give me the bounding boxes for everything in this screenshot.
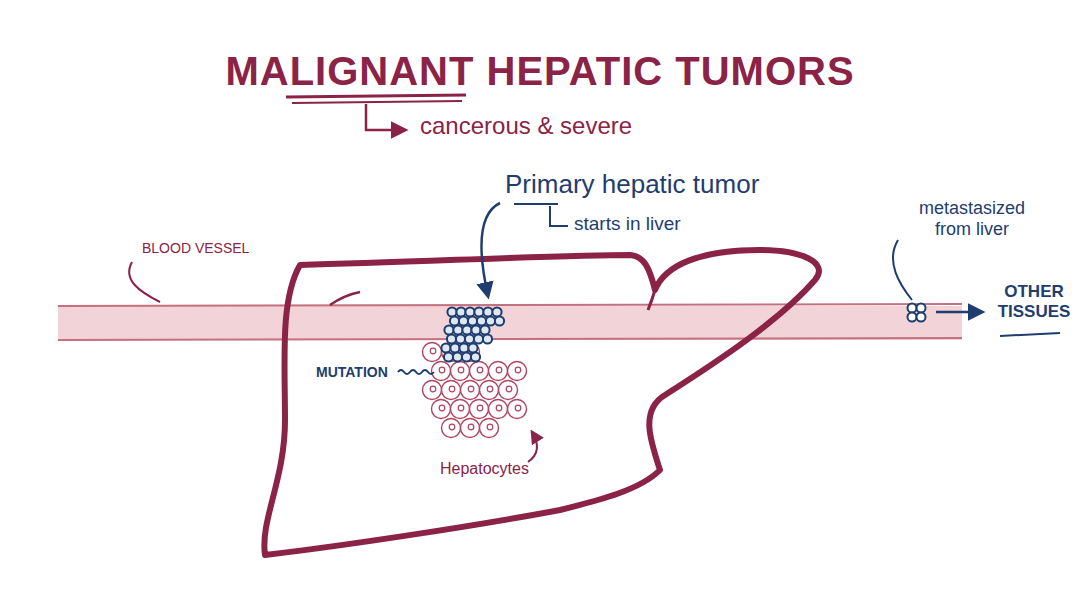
mutation-label: MUTATION bbox=[316, 364, 388, 380]
metastatic-cluster bbox=[908, 304, 926, 322]
target-label: OTHER TISSUES bbox=[996, 282, 1072, 321]
tumor-leader bbox=[481, 203, 500, 296]
metastasis-note: metastasized from liver bbox=[902, 198, 1042, 239]
cell-label: Hepatocytes bbox=[440, 460, 529, 478]
subnote: starts in liver bbox=[574, 213, 681, 235]
mutation-squiggle bbox=[398, 370, 434, 374]
subtitle-arrow bbox=[366, 104, 405, 130]
vessel-wall bbox=[58, 338, 962, 340]
title-underline bbox=[286, 95, 466, 97]
title-underline bbox=[292, 101, 462, 103]
metastasis-leader bbox=[893, 240, 912, 300]
subtitle: cancerous & severe bbox=[420, 112, 632, 140]
liver-ligament bbox=[330, 292, 360, 305]
hepatocyte-leader bbox=[528, 432, 537, 462]
spread-arrow bbox=[936, 311, 982, 314]
liver-notch bbox=[648, 290, 655, 310]
vessel-label: BLOOD VESSEL bbox=[142, 240, 249, 256]
label-underline bbox=[1000, 333, 1060, 336]
subnote-bracket bbox=[550, 206, 568, 226]
vessel-wall bbox=[58, 304, 962, 306]
tumor-label: Primary hepatic tumor bbox=[505, 170, 759, 200]
liver-outline bbox=[264, 250, 819, 555]
tumor-cells bbox=[441, 307, 504, 361]
liver-fill bbox=[264, 250, 819, 555]
label-underline bbox=[514, 203, 558, 205]
vessel-leader bbox=[129, 262, 160, 302]
title: MALIGNANT HEPATIC TUMORS bbox=[225, 48, 854, 94]
blood-vessel bbox=[58, 306, 962, 340]
hepatocyte-cells bbox=[423, 343, 527, 438]
